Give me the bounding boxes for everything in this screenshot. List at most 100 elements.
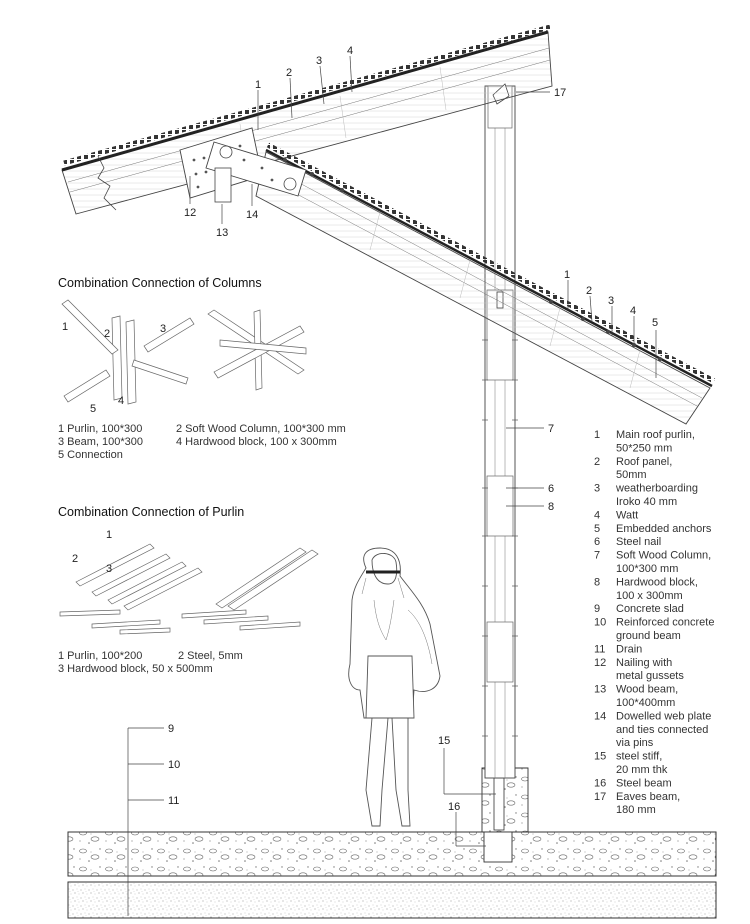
legend-number: 12 — [594, 657, 606, 669]
legend-item-16: 16 Steel beam — [594, 777, 672, 789]
legend-text: Reinforced concrete — [616, 617, 714, 629]
legend-number: 3 — [594, 483, 600, 495]
legend-text: Watt — [616, 509, 638, 521]
columns-section-title: Combination Connection of Columns — [58, 276, 262, 290]
legend-text: Steel beam — [616, 777, 672, 789]
purlin-section-title: Combination Connection of Purlin — [58, 505, 244, 519]
col-legend-1: 1 Purlin, 100*300 — [58, 423, 142, 435]
callout-numbers: 1 2 3 4 17 1 2 3 4 5 7 6 8 9 10 11 15 16… — [168, 45, 658, 813]
purlin-legend-2: 2 Steel, 5mm — [178, 650, 243, 662]
callout-15: 15 — [438, 735, 450, 747]
callout-9: 9 — [168, 723, 174, 735]
callout-roof-3: 3 — [316, 55, 322, 67]
legend-text: Nailing with — [616, 657, 672, 669]
legend-text: 180 mm — [616, 804, 656, 816]
legend-number: 14 — [594, 710, 606, 722]
legend-number: 2 — [594, 456, 600, 468]
callout-6: 6 — [548, 483, 554, 495]
legend-number: 13 — [594, 684, 606, 696]
legend-item-6: 6 Steel nail — [594, 536, 661, 548]
legend-text: Dowelled web plate — [616, 710, 711, 722]
purlin-legend-1: 1 Purlin, 100*200 — [58, 650, 142, 662]
col-detail-1: 1 — [62, 321, 68, 333]
col-detail-2: 2 — [104, 328, 110, 340]
callout-8: 8 — [548, 501, 554, 513]
legend-text: metal gussets — [616, 670, 684, 682]
legend-text: 50mm — [616, 469, 647, 481]
legend-text: Iroko 40 mm — [616, 496, 677, 508]
col-legend-3: 3 Beam, 100*300 — [58, 436, 143, 448]
legend-item-15: 15 steel stiff,20 mm thk — [594, 751, 668, 776]
callout-14: 14 — [246, 209, 258, 221]
legend-text: and ties connected — [616, 724, 708, 736]
callout-right-1: 1 — [564, 269, 570, 281]
legend-text: 100*400mm — [616, 697, 675, 709]
legend-text: Embedded anchors — [616, 523, 712, 535]
legend-number: 7 — [594, 550, 600, 562]
callout-12: 12 — [184, 207, 196, 219]
legend-text: Wood beam, — [616, 684, 678, 696]
callout-right-2: 2 — [586, 285, 592, 297]
subgrade-layer — [67, 881, 717, 919]
legend-item-11: 11 Drain — [594, 643, 642, 655]
legend-text: Hardwood block, — [616, 576, 698, 588]
concrete-slab — [67, 831, 717, 877]
purlin-detail-3: 3 — [106, 563, 112, 575]
legend-number: 17 — [594, 791, 606, 803]
callout-roof-4: 4 — [347, 45, 353, 57]
legend-item-7: 7 Soft Wood Column,100*300 mm — [594, 550, 711, 575]
steel-stiff — [493, 777, 505, 831]
callout-17: 17 — [554, 87, 566, 99]
purlin-detail-1: 1 — [106, 529, 112, 541]
legend-item-4: 4 Watt — [594, 509, 638, 521]
legend-text: Main roof purlin, — [616, 429, 695, 441]
legend-text: Steel nail — [616, 536, 661, 548]
legend-number: 4 — [594, 509, 600, 521]
legend-text: weatherboarding — [615, 483, 698, 495]
legend-text: Concrete slad — [616, 603, 684, 615]
legend-number: 8 — [594, 576, 600, 588]
callout-right-3: 3 — [608, 295, 614, 307]
purlin-connection-detail: Combination Connection of Purlin 1 2 3 1… — [58, 505, 319, 675]
legend-text: 100*300 mm — [616, 563, 678, 575]
column-connection-detail: Combination Connection of Columns 1 2 3 … — [58, 276, 346, 461]
callout-roof-1: 1 — [255, 79, 261, 91]
legend-number: 11 — [594, 643, 605, 655]
col-detail-3: 3 — [160, 323, 166, 335]
timber-column — [482, 83, 518, 779]
legend-number: 6 — [594, 536, 600, 548]
legend-number: 15 — [594, 751, 606, 763]
col-detail-4: 4 — [118, 395, 124, 407]
legend-text: via pins — [616, 737, 654, 749]
legend-number: 5 — [594, 523, 600, 535]
purlin-detail-2: 2 — [72, 553, 78, 565]
legend-number: 10 — [594, 617, 606, 629]
legend-item-17: 17 Eaves beam,180 mm — [594, 791, 680, 816]
legend-text: 100 x 300mm — [616, 590, 683, 602]
callout-roof-2: 2 — [286, 67, 292, 79]
legend-number: 1 — [594, 429, 600, 441]
ground-section — [67, 767, 717, 919]
legend-text: Soft Wood Column, — [616, 550, 711, 562]
legend-text: 20 mm thk — [616, 764, 668, 776]
legend-item-8: 8 Hardwood block, 100 x 300mm — [594, 576, 698, 601]
callout-right-5: 5 — [652, 317, 658, 329]
legend-number: 16 — [594, 777, 606, 789]
legend-item-2: 2 Roof panel,50mm — [594, 456, 672, 481]
callout-16: 16 — [448, 801, 460, 813]
legend-text: ground beam — [616, 630, 681, 642]
purlin-legend-3: 3 Hardwood block, 50 x 500mm — [58, 663, 213, 675]
legend-text: Drain — [616, 643, 642, 655]
legend-text: steel stiff, — [616, 751, 662, 763]
callout-7: 7 — [548, 423, 554, 435]
legend-text: Eaves beam, — [616, 791, 680, 803]
wood-beam — [214, 167, 232, 203]
legend-item-14: 14 Dowelled web plate and ties connectedvi… — [594, 710, 711, 749]
legend-text: Roof panel, — [616, 456, 672, 468]
legend-number: 9 — [594, 603, 600, 615]
